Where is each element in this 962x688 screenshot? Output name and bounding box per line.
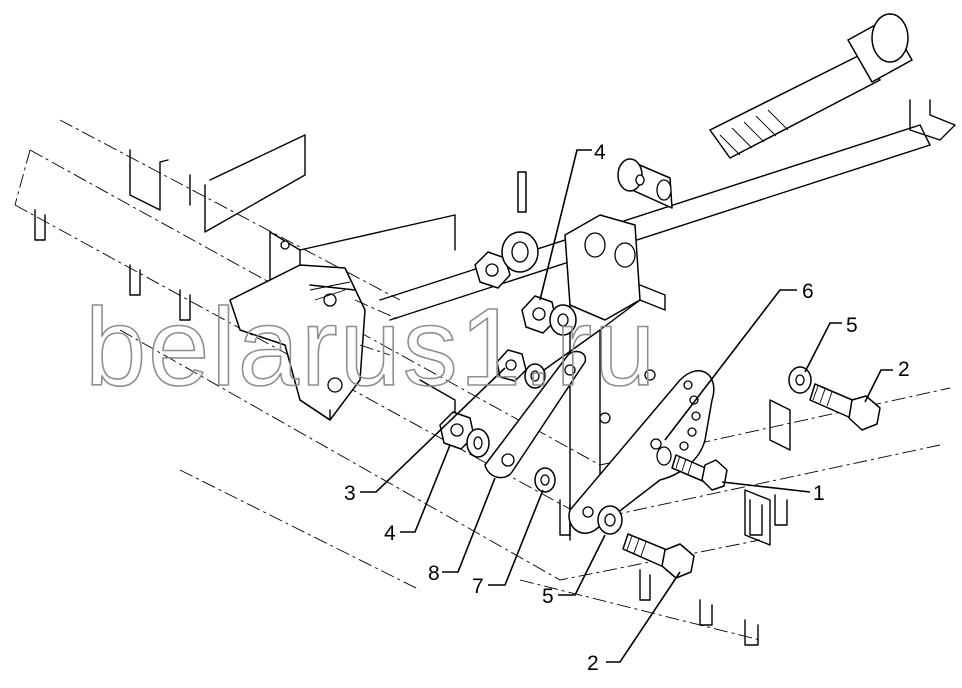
rear-nut (474, 231, 539, 289)
callout-numbers: 1 2 2 3 4 4 5 5 6 7 8 (344, 141, 910, 675)
upper-bar (379, 99, 956, 321)
callout-2-upper: 2 (898, 358, 910, 381)
callout-1: 1 (813, 482, 825, 505)
callout-6: 6 (802, 280, 814, 303)
central-bracket (529, 214, 666, 541)
bolt-1 (656, 446, 728, 491)
watermark-text: belarus1.ru (85, 286, 657, 409)
callout-4-bottom: 4 (384, 522, 396, 545)
callout-8: 8 (428, 562, 440, 585)
callout-5-upper: 5 (846, 314, 858, 337)
callout-2-lower: 2 (587, 652, 599, 675)
callout-4-top: 4 (594, 141, 606, 164)
trunnion (617, 158, 673, 209)
tension-bolt (709, 13, 913, 159)
bolt-2-lower (597, 505, 695, 579)
pin (517, 171, 527, 213)
spacer (534, 467, 556, 493)
callout-3: 3 (344, 482, 356, 505)
adjuster-plate (568, 369, 715, 534)
callout-7: 7 (472, 575, 484, 598)
link-plate (484, 350, 587, 479)
frame-teeth (34, 209, 788, 646)
hinge-assembly (229, 264, 401, 421)
bolt-2-upper (788, 366, 881, 431)
callout-5-lower: 5 (542, 585, 554, 608)
leader-lines (360, 149, 893, 663)
